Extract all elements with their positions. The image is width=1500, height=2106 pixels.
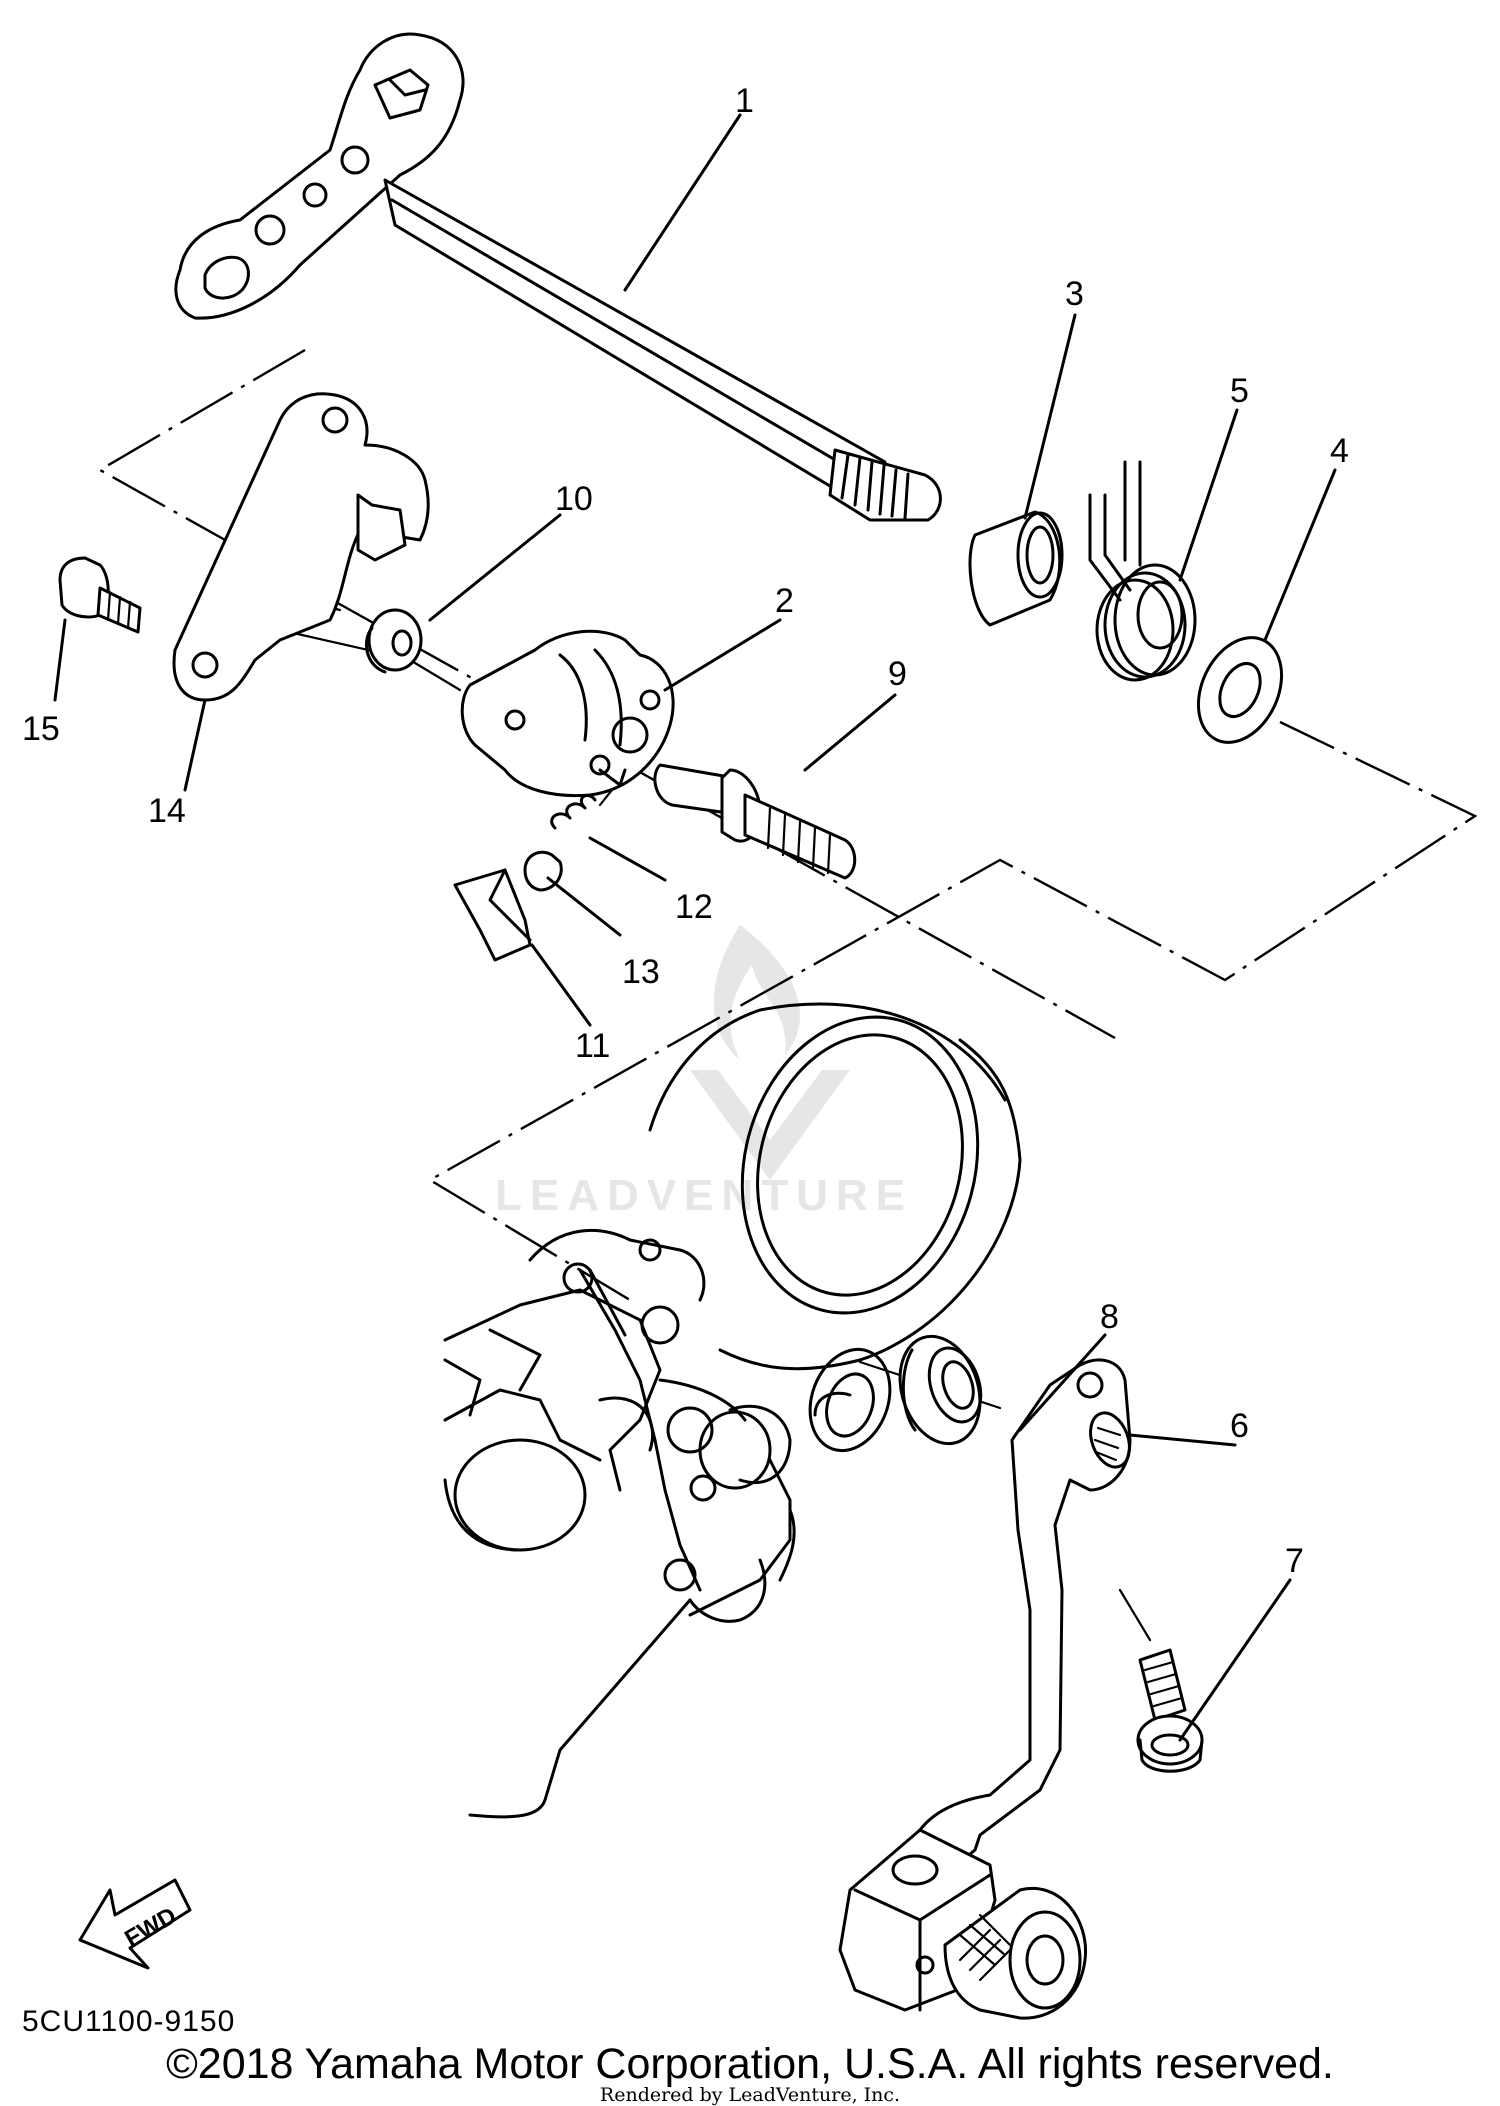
shift-lever-part-2 <box>460 629 675 798</box>
callout-1: 1 <box>735 82 754 120</box>
shift-pedal-part-6 <box>838 1358 1132 2020</box>
shift-shaft-part-1 <box>174 32 942 522</box>
callout-6: 6 <box>1230 1407 1249 1445</box>
pawl-part-11 <box>453 868 532 962</box>
washer-part-10 <box>364 608 423 674</box>
bolt-part-15 <box>58 556 142 634</box>
copyright-notice: ©2018 Yamaha Motor Corporation, U.S.A. A… <box>166 2040 1334 2088</box>
callout-3: 3 <box>1065 275 1084 313</box>
crankcase-cover <box>443 1002 1022 1819</box>
callout-8: 8 <box>1100 1298 1119 1336</box>
leadventure-watermark: LEADVENTURE <box>495 925 913 1220</box>
callout-11: 11 <box>575 1027 610 1065</box>
pin-part-9 <box>653 763 857 880</box>
callout-13: 13 <box>622 953 660 991</box>
callout-numbers: 1 3 5 4 10 2 9 15 14 12 13 11 8 6 7 <box>22 82 1349 1580</box>
oil-seal-part-8 <box>898 1334 983 1446</box>
spring-part-12 <box>550 794 597 830</box>
forward-direction-arrow: FWD <box>78 1878 192 1970</box>
stopper-plate-part-14 <box>172 392 430 702</box>
rendered-by-credit: Rendered by LeadVenture, Inc. <box>599 2084 901 2106</box>
callout-15: 15 <box>22 710 60 748</box>
collar-part-3 <box>968 510 1064 627</box>
callout-leaders <box>53 113 1337 1742</box>
callout-5: 5 <box>1230 372 1249 410</box>
bolt-part-7 <box>1136 1648 1204 1773</box>
washer-part-4 <box>1196 636 1284 744</box>
callout-4: 4 <box>1330 432 1349 470</box>
diagram-code: 5CU1100-9150 <box>22 2005 236 2038</box>
callout-7: 7 <box>1285 1542 1304 1580</box>
callout-12: 12 <box>675 888 713 926</box>
return-spring-part-5 <box>1088 460 1197 682</box>
callout-2: 2 <box>775 582 794 620</box>
callout-14: 14 <box>148 792 186 830</box>
watermark-text: LEADVENTURE <box>495 1171 913 1220</box>
callout-9: 9 <box>888 655 907 693</box>
callout-10: 10 <box>555 480 593 518</box>
